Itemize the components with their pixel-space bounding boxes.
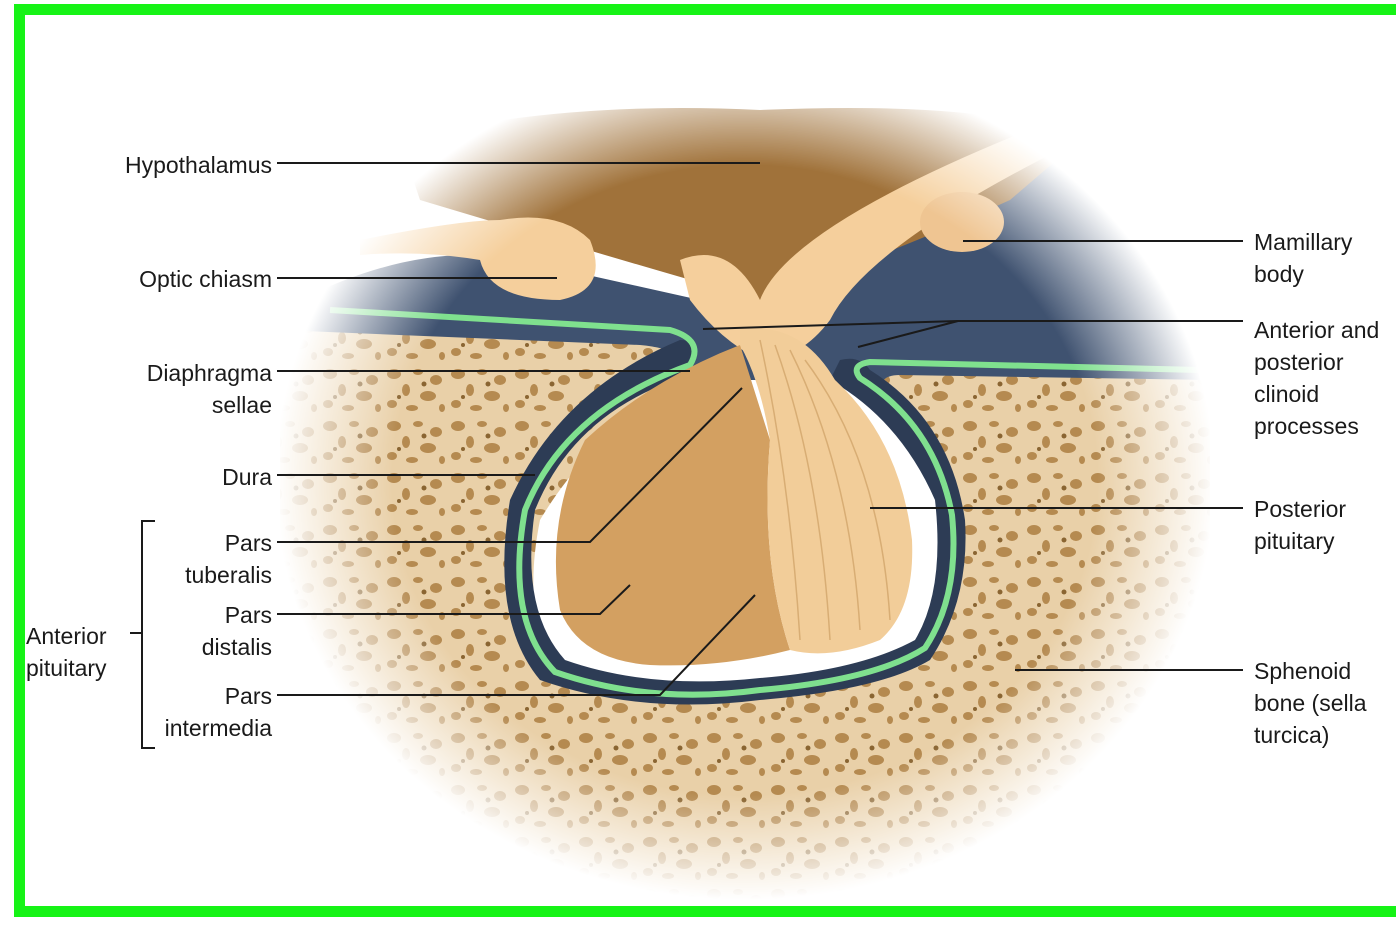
label-hypothalamus: Hypothalamus bbox=[125, 149, 272, 181]
label-clinoid-processes: Anterior and posterior clinoid processes bbox=[1254, 314, 1379, 442]
label-mamillary-body: Mamillary body bbox=[1254, 226, 1352, 290]
label-sphenoid-bone: Sphenoid bone (sella turcica) bbox=[1254, 655, 1367, 751]
label-pars-distalis: Pars distalis bbox=[202, 599, 272, 663]
label-optic-chiasm: Optic chiasm bbox=[139, 263, 272, 295]
label-posterior-pituitary: Posterior pituitary bbox=[1254, 493, 1346, 557]
label-pars-intermedia: Pars intermedia bbox=[165, 680, 272, 744]
label-dura: Dura bbox=[222, 461, 272, 493]
label-pars-tuberalis: Pars tuberalis bbox=[185, 527, 272, 591]
label-diaphragma-sellae: Diaphragma sellae bbox=[147, 357, 272, 421]
mamillary-body bbox=[920, 192, 1004, 252]
label-anterior-pituitary: Anterior pituitary bbox=[26, 620, 107, 684]
